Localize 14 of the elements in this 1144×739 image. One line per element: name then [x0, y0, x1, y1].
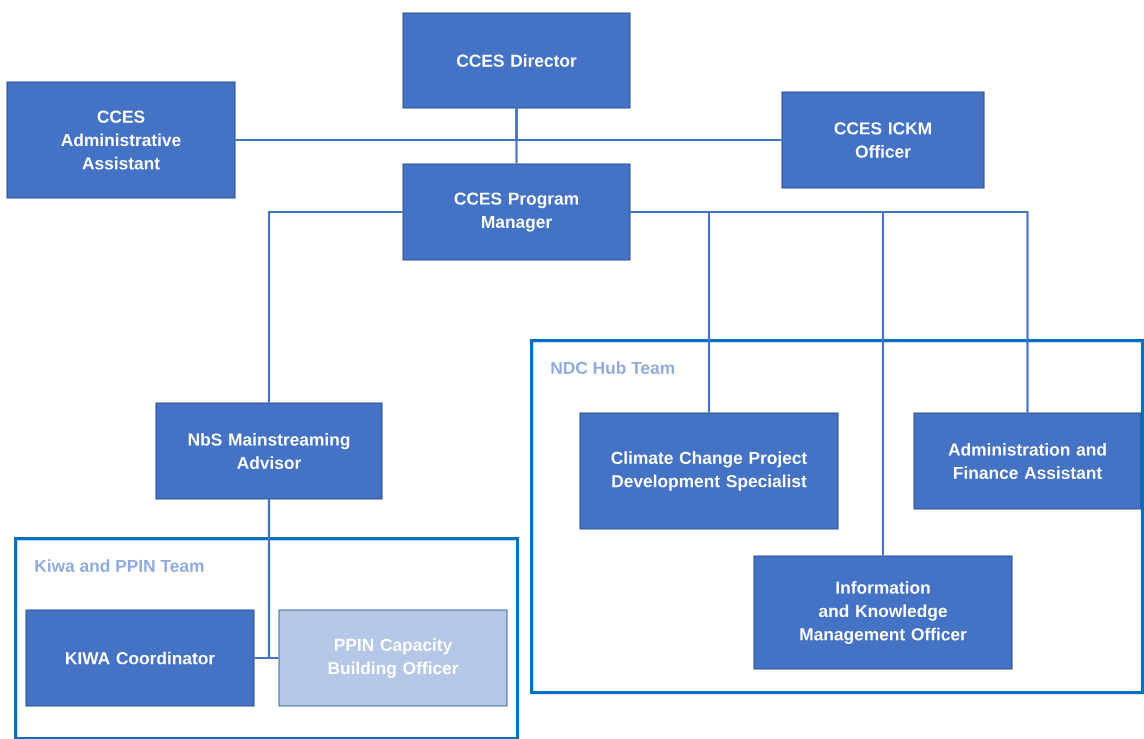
connector-line: [267, 499, 279, 660]
connector-line: [630, 210, 1029, 413]
position-box: CCES Administrative Assistant: [6, 81, 236, 199]
position-box: NbS Mainstreaming Advisor: [155, 402, 383, 500]
position-box: CCES ICKM Officer: [781, 91, 985, 189]
position-box: Administration and Finance Assistant: [913, 412, 1142, 510]
position-box: CCES Program Manager: [402, 163, 631, 261]
connector-line: [515, 108, 782, 142]
position-box: KIWA Coordinator: [25, 609, 255, 707]
position-box: CCES Director: [402, 12, 631, 109]
position-box: Information and Knowledge Management Officer: [753, 555, 1013, 670]
position-box: Climate Change Project Development Specialist: [579, 412, 839, 530]
position-box: PPIN Capacity Building Officer: [278, 609, 508, 707]
connector-line: [267, 210, 403, 403]
